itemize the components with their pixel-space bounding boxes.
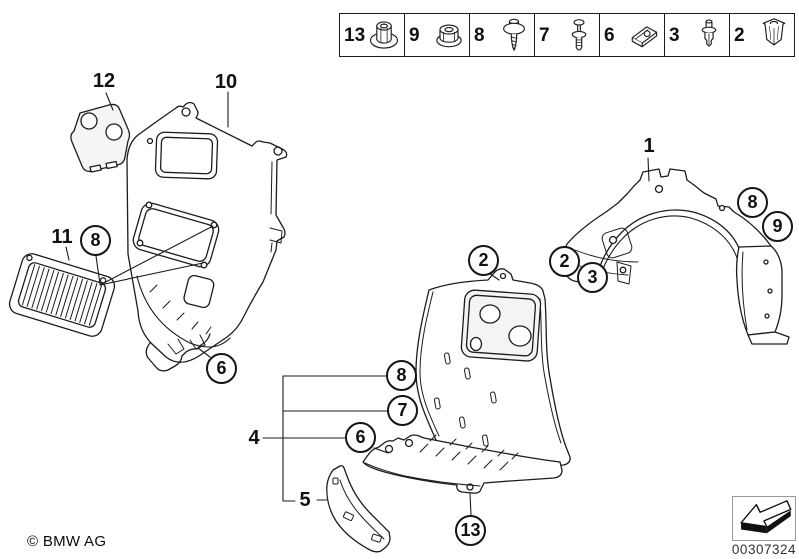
part-label-5[interactable]: 5 bbox=[299, 489, 311, 511]
leader-lines bbox=[65, 91, 650, 516]
callout-circle-8-grille[interactable]: 8 bbox=[80, 225, 111, 256]
down-left-arrow-icon bbox=[740, 500, 792, 534]
legend-number: 8 bbox=[474, 24, 485, 46]
callout-circle-9-arch[interactable]: 9 bbox=[762, 211, 793, 242]
sheet-metal-clip-nut-icon bbox=[631, 26, 658, 48]
callout-circle-13-liner[interactable]: 13 bbox=[455, 515, 486, 546]
fastener-legend: 13 9 bbox=[339, 13, 795, 57]
part-label-12[interactable]: 12 bbox=[92, 70, 116, 92]
part-label-11[interactable]: 11 bbox=[51, 226, 73, 248]
legend-number: 7 bbox=[539, 24, 550, 46]
part-label-10[interactable]: 10 bbox=[214, 71, 238, 93]
callout-circle-2-arch[interactable]: 2 bbox=[549, 246, 580, 277]
copyright-text: © BMW AG bbox=[27, 533, 107, 550]
legend-number: 2 bbox=[734, 24, 745, 46]
legend-item-9[interactable]: 9 bbox=[405, 14, 470, 56]
callout-circle-2-liner[interactable]: 2 bbox=[468, 245, 499, 276]
legend-number: 3 bbox=[669, 24, 680, 46]
legend-item-3[interactable]: 3 bbox=[665, 14, 730, 56]
callout-circle-6-liner[interactable]: 6 bbox=[345, 422, 376, 453]
legend-item-7[interactable]: 7 bbox=[535, 14, 600, 56]
hex-flange-nut-icon bbox=[436, 24, 462, 48]
legend-item-8[interactable]: 8 bbox=[470, 14, 535, 56]
push-rivet-icon bbox=[571, 19, 587, 51]
part-label-4[interactable]: 4 bbox=[248, 427, 260, 449]
callout-circle-3-arch[interactable]: 3 bbox=[577, 262, 608, 293]
flanged-collar-nut-icon bbox=[369, 21, 399, 49]
part-12-cover-drawing bbox=[70, 103, 131, 173]
callout-circle-7-liner[interactable]: 7 bbox=[387, 395, 418, 426]
callout-circle-8-arch[interactable]: 8 bbox=[737, 187, 768, 218]
self-tapping-screw-icon bbox=[503, 18, 525, 51]
expanding-nut-icon bbox=[762, 18, 786, 46]
part-10-panel-drawing bbox=[126, 101, 288, 372]
callout-circle-6-panel[interactable]: 6 bbox=[206, 353, 237, 384]
legend-item-6[interactable]: 6 bbox=[600, 14, 665, 56]
part-1-wheel-arch-drawing bbox=[562, 168, 790, 345]
legend-item-13[interactable]: 13 bbox=[340, 14, 405, 56]
expansion-rivet-icon bbox=[701, 19, 717, 47]
legend-number: 9 bbox=[409, 24, 420, 46]
part-4-liner-drawing bbox=[362, 268, 571, 494]
direction-stamp bbox=[732, 496, 796, 541]
callout-circle-8-liner[interactable]: 8 bbox=[386, 360, 417, 391]
diagram-number: 00307324 bbox=[731, 542, 796, 557]
part-label-1[interactable]: 1 bbox=[643, 135, 655, 157]
part-11-grille-drawing bbox=[8, 253, 116, 337]
legend-number: 6 bbox=[604, 24, 615, 46]
legend-item-2[interactable]: 2 bbox=[730, 14, 794, 56]
part-5-mud-flap-drawing bbox=[326, 465, 391, 553]
legend-number: 13 bbox=[344, 24, 366, 46]
